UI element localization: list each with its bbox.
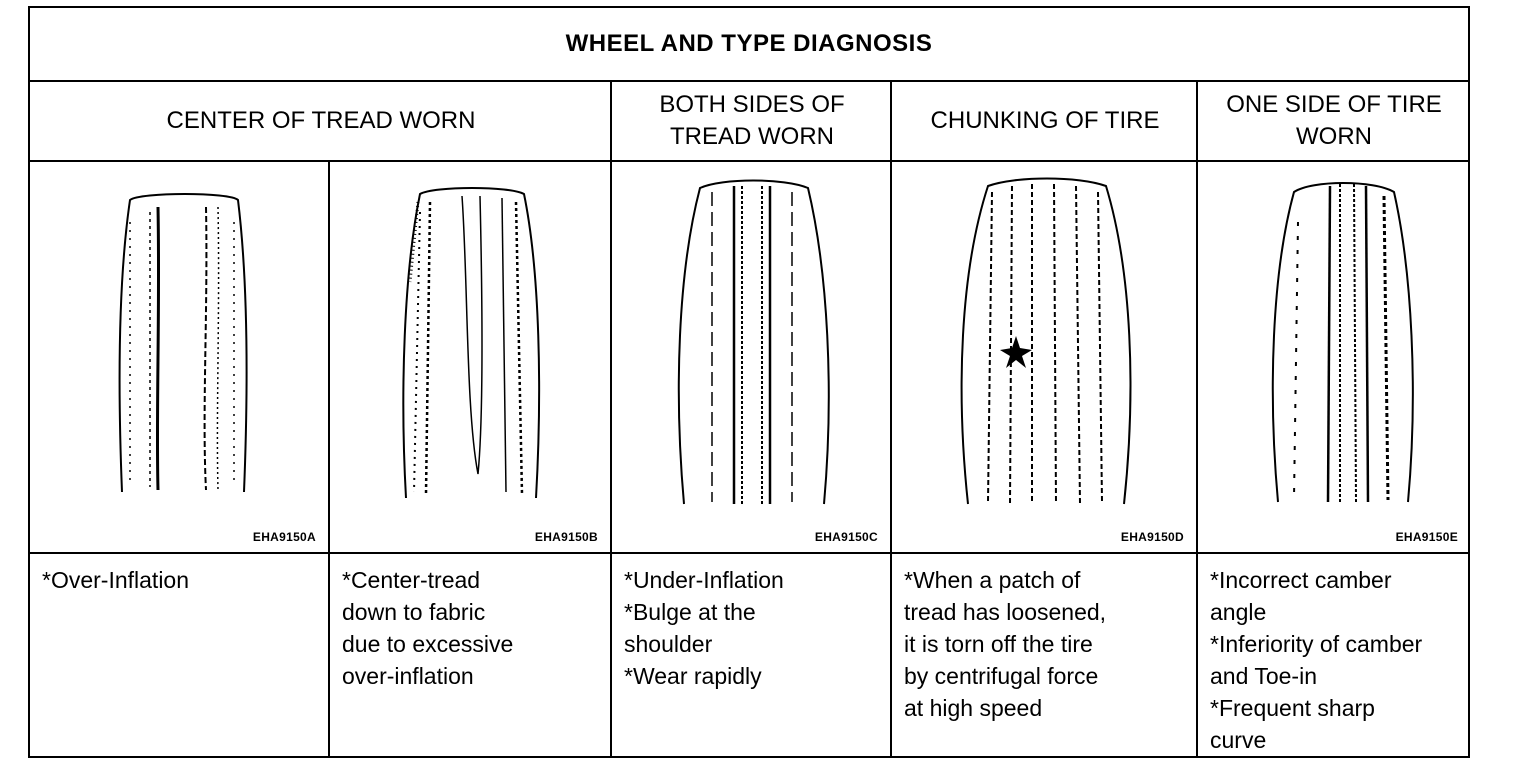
desc-line: shoulder (624, 631, 713, 657)
desc-line: over-inflation (342, 663, 474, 689)
tire-illustration-fabric-worn (402, 187, 541, 499)
desc-line: *Bulge at the (624, 599, 756, 625)
header-label: BOTH SIDES OF TREAD WORN (659, 91, 845, 150)
tire-illustration-one-side-worn (1271, 182, 1414, 503)
chunk-star-icon (1000, 336, 1032, 368)
desc-panel-d: *When a patch of tread has loosened, it … (892, 554, 1196, 758)
tire-panel-e: EHA9150E (1198, 162, 1470, 554)
desc-line: angle (1210, 599, 1267, 625)
header-label: ONE SIDE OF TIRE WORN (1226, 91, 1442, 150)
desc-line: tread has loosened, (904, 599, 1107, 625)
header-chunking: CHUNKING OF TIRE (892, 82, 1198, 162)
tire-illustration-both-sides-worn (677, 179, 830, 505)
table-title: WHEEL AND TYPE DIAGNOSIS (30, 8, 1468, 82)
header-center-tread-worn: CENTER OF TREAD WORN (30, 82, 612, 162)
tire-panel-d: EHA9150D (892, 162, 1196, 554)
grid-line (1196, 82, 1198, 758)
tire-panel-b: EHA9150B (330, 162, 610, 554)
figure-code: EHA9150C (814, 530, 878, 544)
desc-panel-b: *Center-tread down to fabric due to exce… (330, 554, 610, 758)
figure-code: EHA9150D (1120, 530, 1184, 544)
grid-line (890, 82, 892, 758)
desc-panel-e: *Incorrect camber angle *Inferiority of … (1198, 554, 1470, 758)
desc-line: *Over-Inflation (42, 567, 190, 593)
tire-illustration-center-worn (118, 193, 248, 493)
desc-line: *Center-tread (342, 567, 481, 593)
tire-panel-a: EHA9150A (30, 162, 328, 554)
desc-line: and Toe-in (1210, 663, 1317, 689)
header-label: CENTER OF TREAD WORN (166, 107, 476, 134)
desc-panel-c: *Under-Inflation *Bulge at the shoulder … (612, 554, 890, 758)
grid-line (610, 82, 612, 758)
desc-line: it is torn off the tire (904, 631, 1093, 657)
header-both-sides-worn: BOTH SIDES OF TREAD WORN (612, 82, 892, 162)
diagnosis-table: WHEEL AND TYPE DIAGNOSIS CENTER OF TREAD… (28, 6, 1470, 758)
desc-line: *When a patch of (904, 567, 1081, 593)
desc-line: *Frequent sharp (1210, 695, 1375, 721)
desc-line: *Wear rapidly (624, 663, 762, 689)
figure-code: EHA9150E (1395, 530, 1458, 544)
desc-line: *Incorrect camber (1210, 567, 1392, 593)
desc-line: curve (1210, 727, 1267, 753)
header-label: CHUNKING OF TIRE (930, 107, 1160, 134)
desc-line: by centrifugal force (904, 663, 1099, 689)
desc-panel-a: *Over-Inflation (30, 554, 328, 758)
desc-line: at high speed (904, 695, 1043, 721)
figure-code: EHA9150B (534, 530, 598, 544)
desc-line: down to fabric (342, 599, 486, 625)
tire-illustration-chunking (960, 177, 1132, 505)
grid-line (328, 162, 330, 758)
tire-panel-c: EHA9150C (612, 162, 890, 554)
header-one-side-worn: ONE SIDE OF TIRE WORN (1198, 82, 1470, 162)
desc-line: due to excessive (342, 631, 514, 657)
figure-code: EHA9150A (252, 530, 316, 544)
desc-line: *Under-Inflation (624, 567, 784, 593)
desc-line: *Inferiority of camber (1210, 631, 1423, 657)
